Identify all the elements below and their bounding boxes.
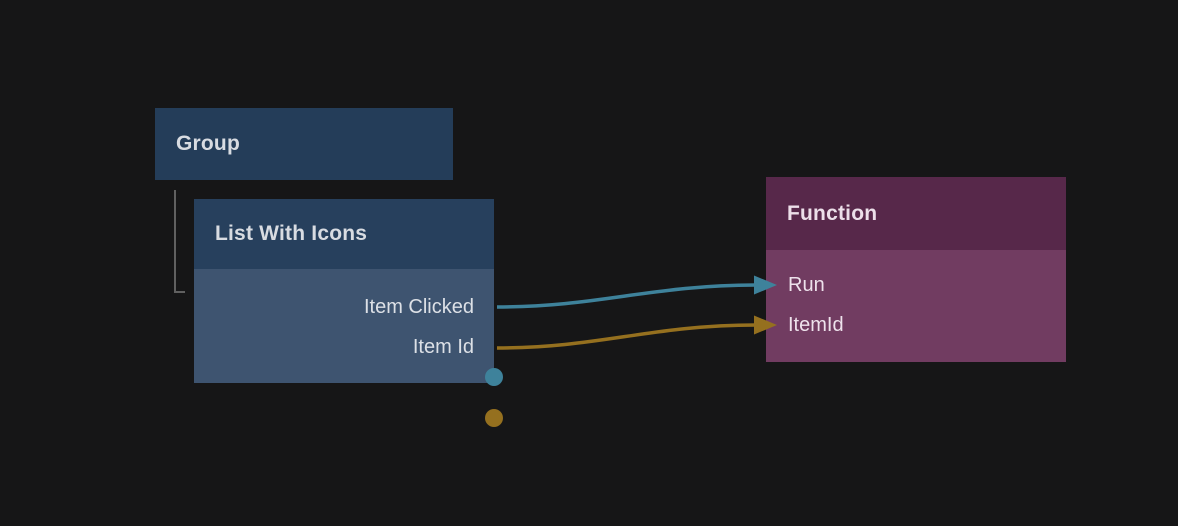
node-function[interactable]: Function Run ItemId (766, 177, 1066, 362)
node-list-with-icons[interactable]: List With Icons Item Clicked Item Id (194, 199, 503, 427)
input-port-run[interactable]: Run (766, 265, 1066, 305)
output-port-item-id[interactable]: Item Id (194, 327, 494, 367)
node-function-header: Function (766, 177, 1066, 250)
node-function-body: Run ItemId (766, 250, 1066, 362)
node-function-title: Function (787, 201, 878, 225)
input-port-run-label: Run (788, 273, 825, 296)
tree-guide-line (174, 190, 185, 293)
input-port-itemid[interactable]: ItemId (766, 305, 1066, 345)
node-group-header: Group (155, 108, 453, 180)
output-port-item-clicked[interactable]: Item Clicked (194, 287, 494, 327)
node-list-with-icons-title: List With Icons (215, 222, 368, 245)
node-group-title: Group (176, 132, 240, 155)
output-port-item-clicked-label: Item Clicked (363, 295, 474, 318)
node-list-with-icons-body: Item Clicked Item Id (194, 269, 503, 427)
input-port-itemid-label: ItemId (788, 313, 844, 336)
wire-item-id-to-itemid[interactable] (496, 323, 757, 350)
output-port-dot-item-id[interactable] (485, 409, 503, 427)
output-port-item-id-label: Item Id (412, 335, 474, 358)
wire-item-clicked-to-run[interactable] (496, 283, 757, 309)
node-list-with-icons-header: List With Icons (194, 199, 494, 269)
output-port-dot-item-clicked[interactable] (485, 368, 503, 386)
node-group[interactable]: Group (155, 108, 453, 180)
